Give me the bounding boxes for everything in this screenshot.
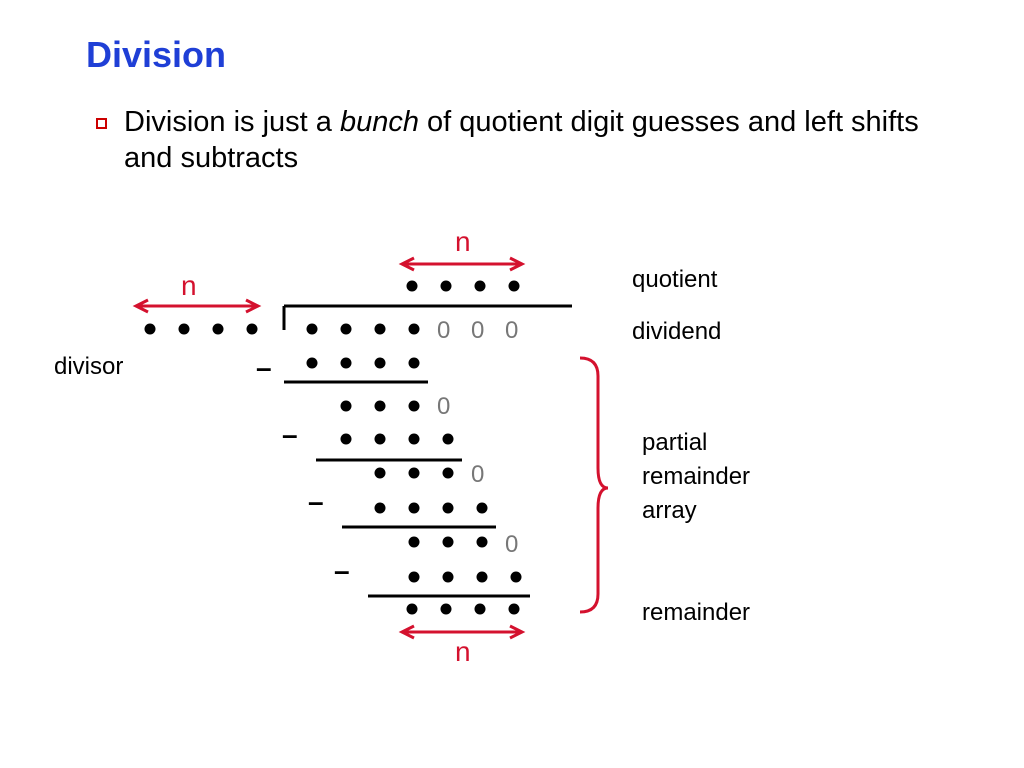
label-remainder-line2: remainder [642,463,750,490]
partial-3-dot [442,536,454,548]
slide-title: Division [86,34,227,75]
remainder-dot [474,603,486,615]
quotient-dot [440,280,452,292]
bullet-text-prefix: Division is just a [124,106,340,138]
subtrahend-2-dot [408,433,420,445]
subtrahend-4-dot [442,571,454,583]
subtrahend-1-dot [408,357,420,369]
quotient-dot [508,280,520,292]
subtrahend-1-dot [306,357,318,369]
dividend-zero-2: 0 [471,317,484,344]
partial-3-dot [476,536,488,548]
label-dividend: dividend [632,318,721,345]
subtrahend-3-dot [408,502,420,514]
n-arrow-bottom [398,624,526,640]
remainder-dot [406,603,418,615]
bullet-text-emphasis: bunch [339,106,419,138]
n-arrow-top [398,256,526,272]
dividend-dot [374,323,386,335]
subtrahend-1-dot [340,357,352,369]
subtrahend-2-dot [340,433,352,445]
subtrahend-4-dot [476,571,488,583]
dot-array [144,280,522,615]
subtrahend-1-dot [374,357,386,369]
minus-sign-4: – [334,555,350,586]
dividend-zero-1: 0 [437,317,450,344]
subtrahend-3-dot [476,502,488,514]
partial-1-dot [374,400,386,412]
divisor-dot [178,323,190,335]
minus-sign-2: – [282,419,298,450]
partial-2-dot [374,467,386,479]
partial-2-dot [408,467,420,479]
remainder-dot [508,603,520,615]
subtrahend-2-dot [374,433,386,445]
divisor-dot [246,323,258,335]
partial-2-dot [442,467,454,479]
dividend-dot [340,323,352,335]
n-label-top: n [455,226,471,257]
divisor-dot [144,323,156,335]
bullet-text-suffix: of quotient digit guesses and left shift… [124,106,919,174]
label-quotient: quotient [632,266,718,293]
subtrahend-4-dot [510,571,522,583]
minus-sign-3: – [308,486,324,517]
n-label-left: n [181,270,197,301]
partial-remainder-brace [579,356,609,614]
subtrahend-4-dot [408,571,420,583]
quotient-dot [474,280,486,292]
label-array: array [642,497,697,524]
minus-sign-1: – [256,352,272,383]
subtrahend-3-dot [442,502,454,514]
bullet-square-icon [96,118,107,129]
partial-zero-2: 0 [471,461,484,488]
partial-1-dot [408,400,420,412]
label-partial: partial [642,429,707,456]
dividend-dot [408,323,420,335]
dividend-dot [306,323,318,335]
divisor-dot [212,323,224,335]
bullet-text: Division is just a bunch of quotient dig… [124,104,944,176]
subtrahend-3-dot [374,502,386,514]
n-label-bottom: n [455,636,471,667]
partial-3-dot [408,536,420,548]
partial-zero-3: 0 [505,531,518,558]
subtrahend-2-dot [442,433,454,445]
dividend-zero-3: 0 [505,317,518,344]
label-divisor: divisor [54,353,123,380]
quotient-dot [406,280,418,292]
partial-1-dot [340,400,352,412]
partial-zero-1: 0 [437,393,450,420]
n-arrow-left [132,298,262,314]
remainder-dot [440,603,452,615]
label-remainder: remainder [642,599,750,626]
